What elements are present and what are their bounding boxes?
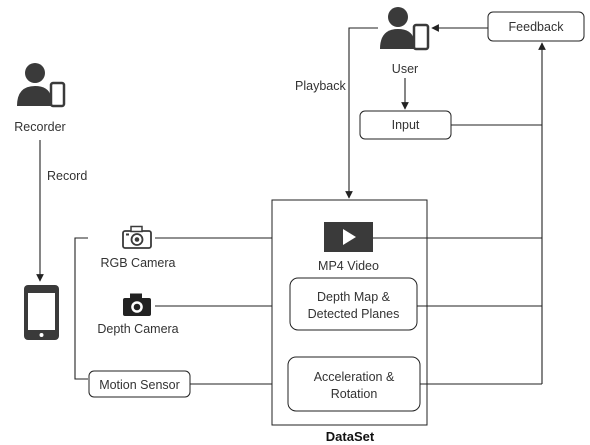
mp4-video-label: MP4 Video — [318, 259, 379, 273]
user-label: User — [392, 62, 418, 76]
depth-map-label-line2: Detected Planes — [308, 307, 400, 321]
depth-map-box — [289, 277, 418, 331]
feedback-label: Feedback — [509, 20, 565, 34]
record-label: Record — [47, 169, 87, 183]
acceleration-label-line1: Acceleration & — [314, 370, 395, 384]
smartphone-icon — [24, 285, 59, 340]
rgb-camera-label: RGB Camera — [100, 256, 175, 270]
play-icon — [324, 222, 373, 252]
acceleration-label-line2: Rotation — [331, 387, 378, 401]
sensor-bracket — [74, 237, 88, 380]
input-label: Input — [392, 118, 420, 132]
rgb-camera-icon — [122, 225, 152, 249]
depth-camera-label: Depth Camera — [97, 322, 178, 336]
dataset-label: DataSet — [326, 429, 375, 444]
playback-label: Playback — [295, 79, 346, 93]
feedback-box — [487, 11, 585, 42]
user-icon — [380, 7, 430, 51]
recorder-label: Recorder — [14, 120, 65, 134]
motion-sensor-label: Motion Sensor — [99, 378, 180, 392]
depth-map-label-line1: Depth Map & — [317, 290, 391, 304]
acceleration-box — [287, 356, 421, 412]
recorder-icon — [17, 63, 66, 108]
playback-arrow — [345, 27, 378, 199]
depth-camera-icon — [123, 293, 151, 316]
